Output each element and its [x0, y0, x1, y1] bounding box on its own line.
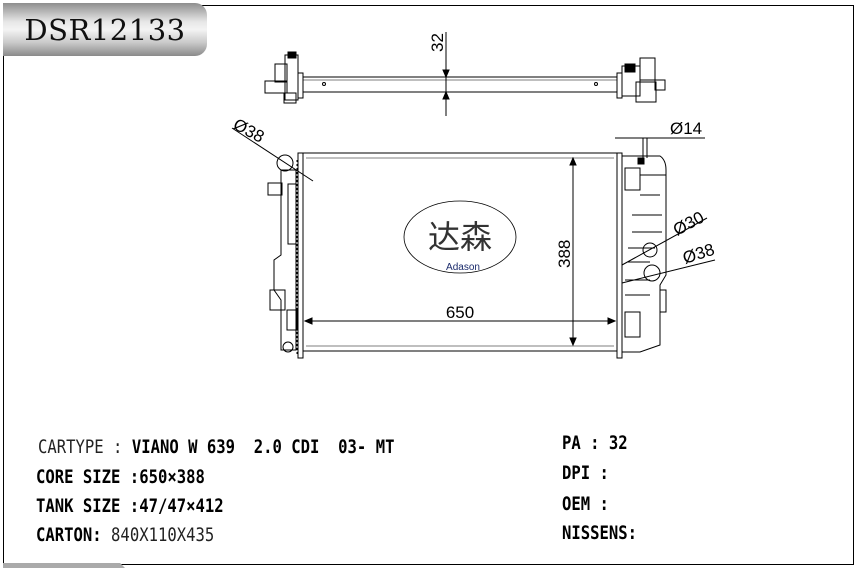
spec-cartype: CARTYPE : VIANO W 639 2.0 CDI 03- MT — [38, 436, 394, 458]
spec-core-size: CORE SIZE :650×388 — [36, 466, 205, 488]
leader-outlet-small — [621, 217, 708, 266]
part-number-badge: DSR12133 — [3, 3, 207, 56]
pa-value: 32 — [608, 432, 628, 454]
part-number: DSR12133 — [24, 12, 186, 47]
left-tank — [267, 152, 304, 359]
top-view — [264, 51, 666, 104]
dim-filler-label: Ø14 — [670, 119, 702, 138]
cartype-value: VIANO W 639 2.0 CDI 03- MT — [131, 436, 395, 458]
cartype-label: CARTYPE : — [38, 436, 123, 458]
dimension-thickness — [442, 32, 450, 116]
dpi-label: DPI : — [562, 462, 609, 484]
dim-core-width-label: 650 — [446, 303, 474, 322]
drawing-frame — [3, 5, 854, 565]
pa-label: PA : — [562, 432, 600, 454]
right-tank — [616, 152, 667, 359]
core-size-value: 650×388 — [139, 466, 205, 488]
tank-size-label: TANK SIZE : — [36, 495, 140, 517]
leader-inlet — [231, 127, 314, 182]
oem-label: OEM : — [562, 493, 609, 515]
dim-core-height-label: 388 — [555, 240, 574, 268]
leader-outlet-large — [621, 259, 716, 284]
carton-value: 840X110X435 — [111, 524, 215, 546]
adason-logo: 达森 Adason — [403, 200, 517, 274]
logo-english: Adason — [446, 262, 480, 273]
spec-oem: OEM : — [562, 493, 609, 515]
dimension-core-height — [569, 156, 577, 347]
dim-thickness-label: 32 — [428, 33, 447, 52]
dimension-core-width — [303, 317, 617, 325]
spec-nissens: NISSENS: — [562, 522, 637, 544]
logo-chinese: 达森 — [428, 218, 492, 256]
decorative-bar — [3, 563, 125, 568]
spec-dpi: DPI : — [562, 462, 609, 484]
spec-pa: PA : 32 — [562, 432, 628, 454]
spec-carton: CARTON: 840X110X435 — [36, 524, 214, 546]
carton-label: CARTON: — [36, 524, 102, 546]
dim-outlet-large-label: Ø38 — [680, 240, 716, 268]
core-size-label: CORE SIZE : — [36, 466, 140, 488]
dim-outlet-small-label: Ø30 — [670, 208, 707, 240]
dim-inlet-label: Ø38 — [230, 115, 267, 147]
nissens-label: NISSENS: — [562, 522, 638, 544]
spec-tank-size: TANK SIZE :47/47×412 — [36, 495, 224, 517]
tank-size-value: 47/47×412 — [139, 495, 224, 517]
